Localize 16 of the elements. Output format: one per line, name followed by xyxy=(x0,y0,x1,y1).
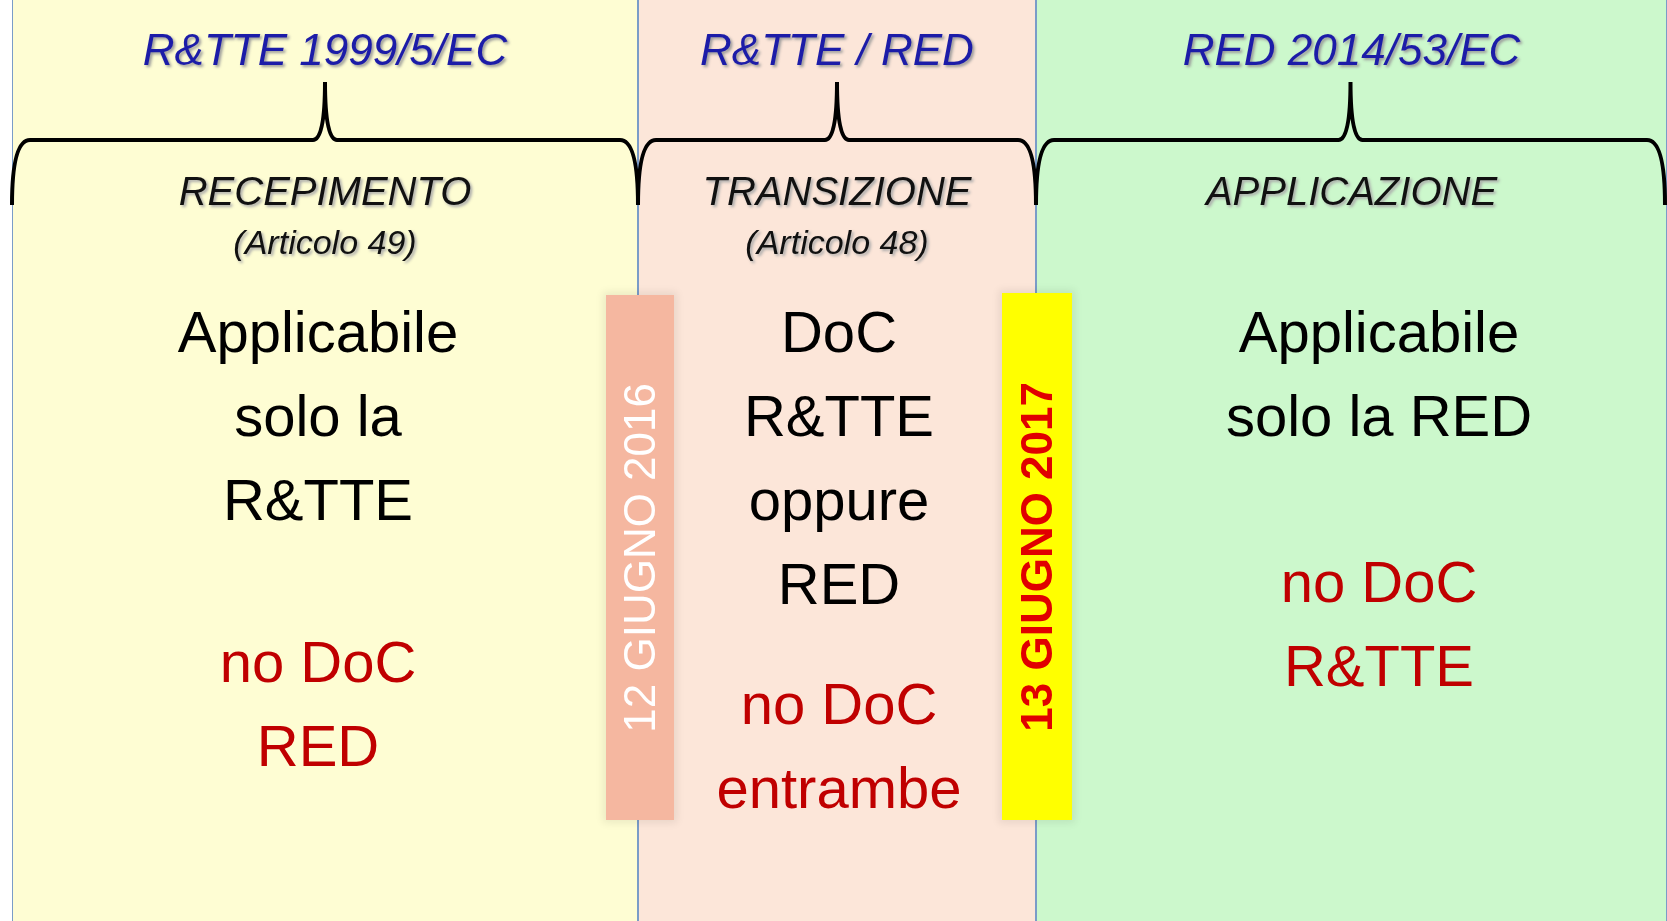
article-reference: (Articolo 49) xyxy=(232,222,418,263)
article-reference: (Articolo 48) xyxy=(744,222,930,263)
rule-text: Applicabile solo la RED xyxy=(1224,298,1534,451)
note-text: no DoC RED xyxy=(218,628,418,781)
phase-title: TRANSIZIONE xyxy=(701,168,973,215)
directive-heading: R&TTE 1999/5/EC xyxy=(141,24,509,76)
rule-text: Applicabile solo la R&TTE xyxy=(176,298,460,535)
date-band: 13 GIUGNO 2017 xyxy=(1002,293,1072,820)
date-band: 12 GIUGNO 2016 xyxy=(606,295,674,820)
rule-text: DoC R&TTE oppure RED xyxy=(742,298,936,619)
directive-heading: R&TTE / RED xyxy=(699,24,975,76)
note-text: no DoC entrambe xyxy=(715,670,963,823)
note-text: no DoC R&TTE xyxy=(1279,548,1479,701)
directive-heading: RED 2014/53/EC xyxy=(1181,24,1522,76)
phase-title: RECEPIMENTO xyxy=(177,168,473,215)
phase-title: APPLICAZIONE xyxy=(1203,168,1499,215)
